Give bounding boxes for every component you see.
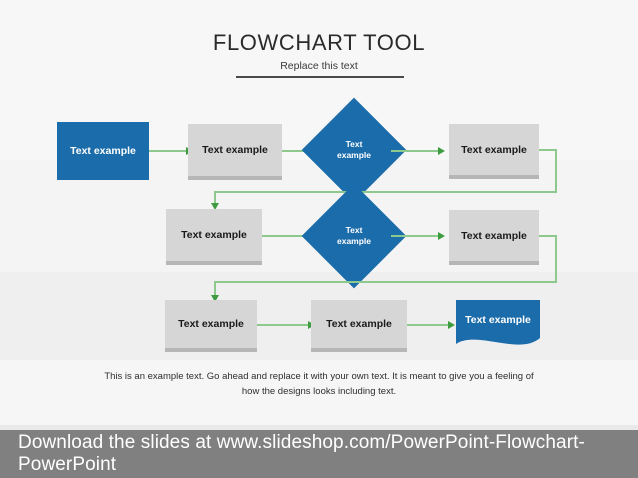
connector-wrap2-in: [214, 281, 216, 297]
title-divider: [236, 76, 404, 78]
footer-top-strip: [0, 425, 638, 430]
connector-wrap2-left: [214, 281, 556, 283]
connector-r1-3: [391, 150, 439, 152]
flow-node-label: Text example: [461, 229, 527, 242]
connector-r3-1: [257, 324, 309, 326]
flow-node-r3-box2[interactable]: Text example: [311, 300, 407, 348]
connector-wrap1-down: [555, 149, 557, 193]
connector-wrap2-down: [555, 235, 557, 283]
connector-r1-1: [149, 150, 187, 152]
caption-text: This is an example text. Go ahead and re…: [104, 371, 534, 397]
footer-download-link[interactable]: Download the slides at www.slideshop.com…: [18, 432, 585, 475]
flow-node-label: Text example: [326, 318, 392, 330]
flow-node-label: Text example: [178, 318, 244, 330]
flow-node-label: Text example: [456, 300, 540, 339]
flow-node-label: Text example: [202, 144, 268, 156]
connector-wrap1-out: [539, 149, 557, 151]
connector-r1-2: [282, 150, 312, 152]
flow-node-label: Text example: [70, 145, 136, 157]
arrowhead-wrap1: [210, 203, 219, 210]
flow-node-r3-box3[interactable]: Text example: [456, 300, 540, 350]
arrowhead-r1-3: [438, 146, 445, 155]
document-shape-icon: [456, 300, 540, 345]
flow-node-r2-box1[interactable]: Text example: [166, 209, 262, 261]
flow-node-r2-box2[interactable]: Text example: [449, 210, 539, 261]
arrowhead-wrap2: [210, 295, 219, 302]
flow-node-r3-box1[interactable]: Text example: [165, 300, 257, 348]
flow-node-r1-box2[interactable]: Text example: [188, 124, 282, 176]
doc-label-text: Text example: [465, 313, 531, 326]
flow-node-label: Text example: [181, 229, 247, 241]
connector-r2-2: [391, 235, 439, 237]
slide-header: FLOWCHART TOOL Replace this text: [0, 0, 638, 95]
connector-wrap2-out: [539, 235, 557, 237]
arrowhead-r2-2: [438, 231, 445, 240]
flow-node-label: Text example: [461, 143, 527, 156]
arrowhead-r3-2: [448, 320, 455, 329]
flow-node-r1-box1[interactable]: Text example: [57, 122, 149, 180]
page-title: FLOWCHART TOOL: [212, 30, 426, 55]
connector-wrap1-in: [214, 191, 216, 205]
flow-node-r1-box3[interactable]: Text example: [449, 124, 539, 175]
connector-wrap1-left: [214, 191, 556, 193]
connector-r2-1: [262, 235, 310, 237]
page-subtitle: Replace this text: [280, 60, 358, 72]
footer-banner: Download the slides at www.slideshop.com…: [0, 430, 638, 478]
connector-r3-2: [407, 324, 449, 326]
